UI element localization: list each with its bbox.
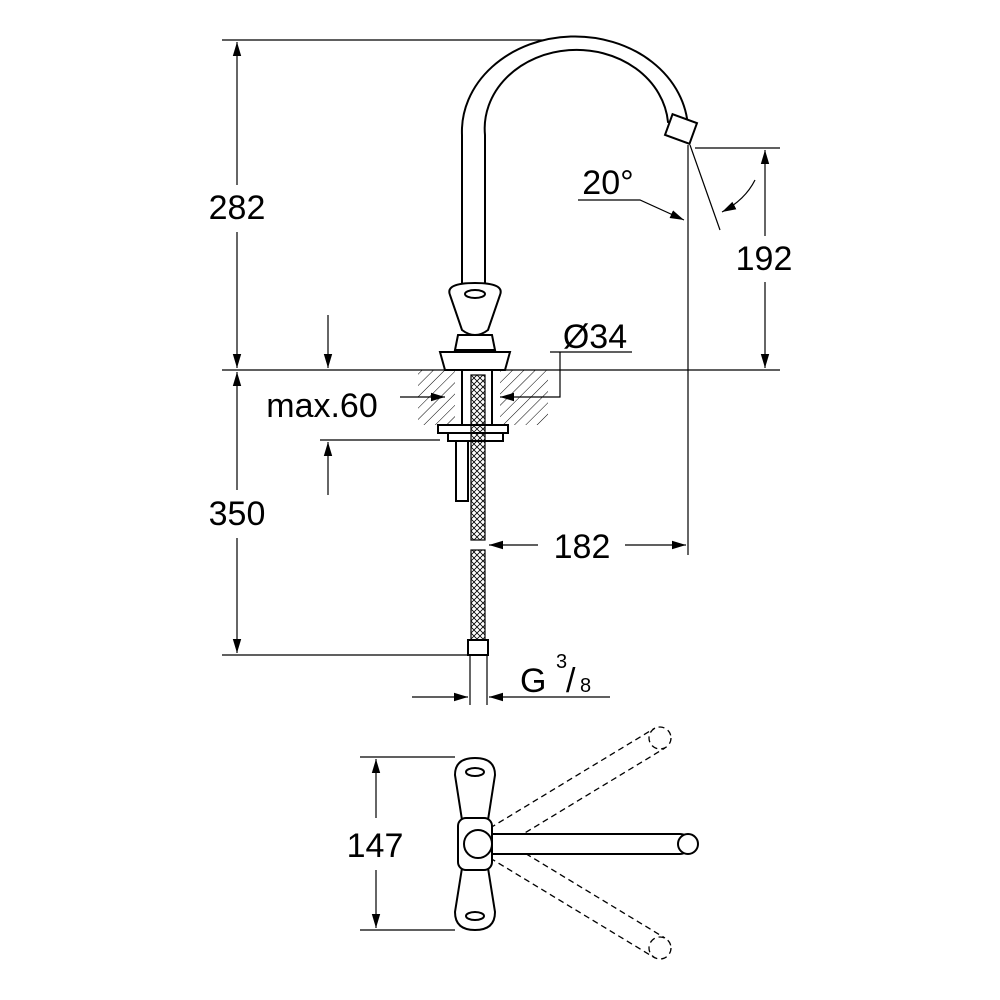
label-350: 350	[209, 495, 266, 533]
extension-lines	[222, 39, 780, 656]
label-thread-slash: /	[566, 662, 576, 700]
label-thread-den: 8	[580, 675, 591, 697]
label-max60: max.60	[266, 387, 378, 425]
flexible-hose	[467, 374, 489, 656]
faucet-handle	[438, 281, 512, 371]
faucet-spout	[460, 35, 699, 301]
label-diameter: Ø34	[563, 318, 627, 356]
dimension-angle	[578, 144, 756, 231]
label-angle: 20°	[582, 164, 633, 202]
top-view-handles	[453, 756, 497, 932]
label-thread-num: 3	[556, 651, 567, 673]
label-thread-prefix: G	[520, 662, 546, 700]
dimension-thread	[412, 655, 610, 705]
label-192: 192	[736, 240, 793, 278]
dimension-147	[360, 756, 455, 931]
label-282: 282	[209, 189, 266, 227]
top-view-lever	[479, 833, 699, 855]
label-147: 147	[347, 827, 404, 865]
label-182: 182	[554, 528, 611, 566]
